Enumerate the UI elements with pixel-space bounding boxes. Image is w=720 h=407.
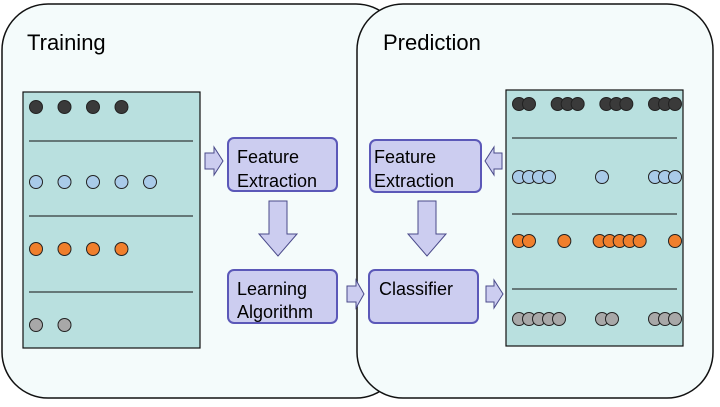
prediction-samples (512, 97, 682, 326)
orange-sample-dot (29, 242, 43, 256)
learning-algorithm-line1: Learning (237, 279, 307, 299)
gray-sample-dot (552, 312, 566, 326)
arrow-down-icon (406, 200, 448, 257)
prediction-title: Prediction (383, 30, 481, 55)
black-sample-dot (522, 97, 536, 111)
blue-sample-dot (542, 170, 556, 184)
black-sample-dot (668, 97, 682, 111)
prediction-feature-extraction-box: Feature Extraction (369, 139, 482, 193)
gray-sample-dot (57, 318, 72, 332)
training-data-table (22, 91, 201, 349)
blue-sample-dot (668, 170, 682, 184)
arrow-right-icon (204, 145, 224, 177)
orange-sample-dot (668, 234, 682, 248)
orange-sample-dot (86, 242, 100, 256)
black-sample-dot (86, 100, 100, 114)
arrow-right-icon (485, 278, 504, 310)
orange-sample-dot (57, 242, 72, 256)
prediction-data-table (505, 89, 684, 347)
learning-algorithm-shape (227, 269, 338, 324)
blue-sample-dot (86, 175, 100, 189)
blue-sample-dot (57, 175, 72, 189)
training-feature-extraction-line2: Extraction (237, 171, 317, 191)
black-sample-dot (570, 97, 585, 111)
orange-sample-dot (557, 234, 572, 248)
blue-sample-dot (114, 175, 129, 189)
training-data-background (22, 91, 201, 349)
blue-sample-dot (595, 170, 609, 184)
training-samples (29, 100, 157, 332)
arrow-down-icon (257, 200, 299, 257)
classifier-shape (368, 269, 479, 324)
training-feature-extraction-line1: Feature (237, 147, 299, 167)
classifier-label: Classifier (379, 279, 453, 299)
black-sample-dot (619, 97, 634, 111)
prediction-data-background (505, 89, 684, 347)
prediction-feature-extraction-line1: Feature (374, 147, 436, 167)
training-title: Training (27, 30, 106, 55)
orange-sample-dot (522, 234, 536, 248)
learning-algorithm-box: Learning Algorithm (227, 269, 338, 324)
black-sample-dot (57, 100, 72, 114)
gray-sample-dot (668, 312, 682, 326)
blue-sample-dot (143, 175, 157, 189)
black-sample-dot (114, 100, 129, 114)
orange-sample-dot (114, 242, 129, 256)
blue-sample-dot (29, 175, 43, 189)
orange-sample-dot (632, 234, 647, 248)
training-feature-extraction-box: Feature Extraction (227, 137, 338, 192)
classifier-box: Classifier (368, 269, 479, 324)
prediction-feature-extraction-line2: Extraction (374, 171, 454, 191)
training-feature-extraction-shape (227, 137, 338, 192)
prediction-feature-extraction-shape (369, 139, 482, 193)
gray-sample-dot (29, 318, 43, 332)
arrow-left-icon (484, 145, 503, 177)
gray-sample-dot (605, 312, 619, 326)
arrow-right-icon (346, 278, 365, 310)
black-sample-dot (29, 100, 43, 114)
learning-algorithm-line2: Algorithm (237, 302, 313, 322)
